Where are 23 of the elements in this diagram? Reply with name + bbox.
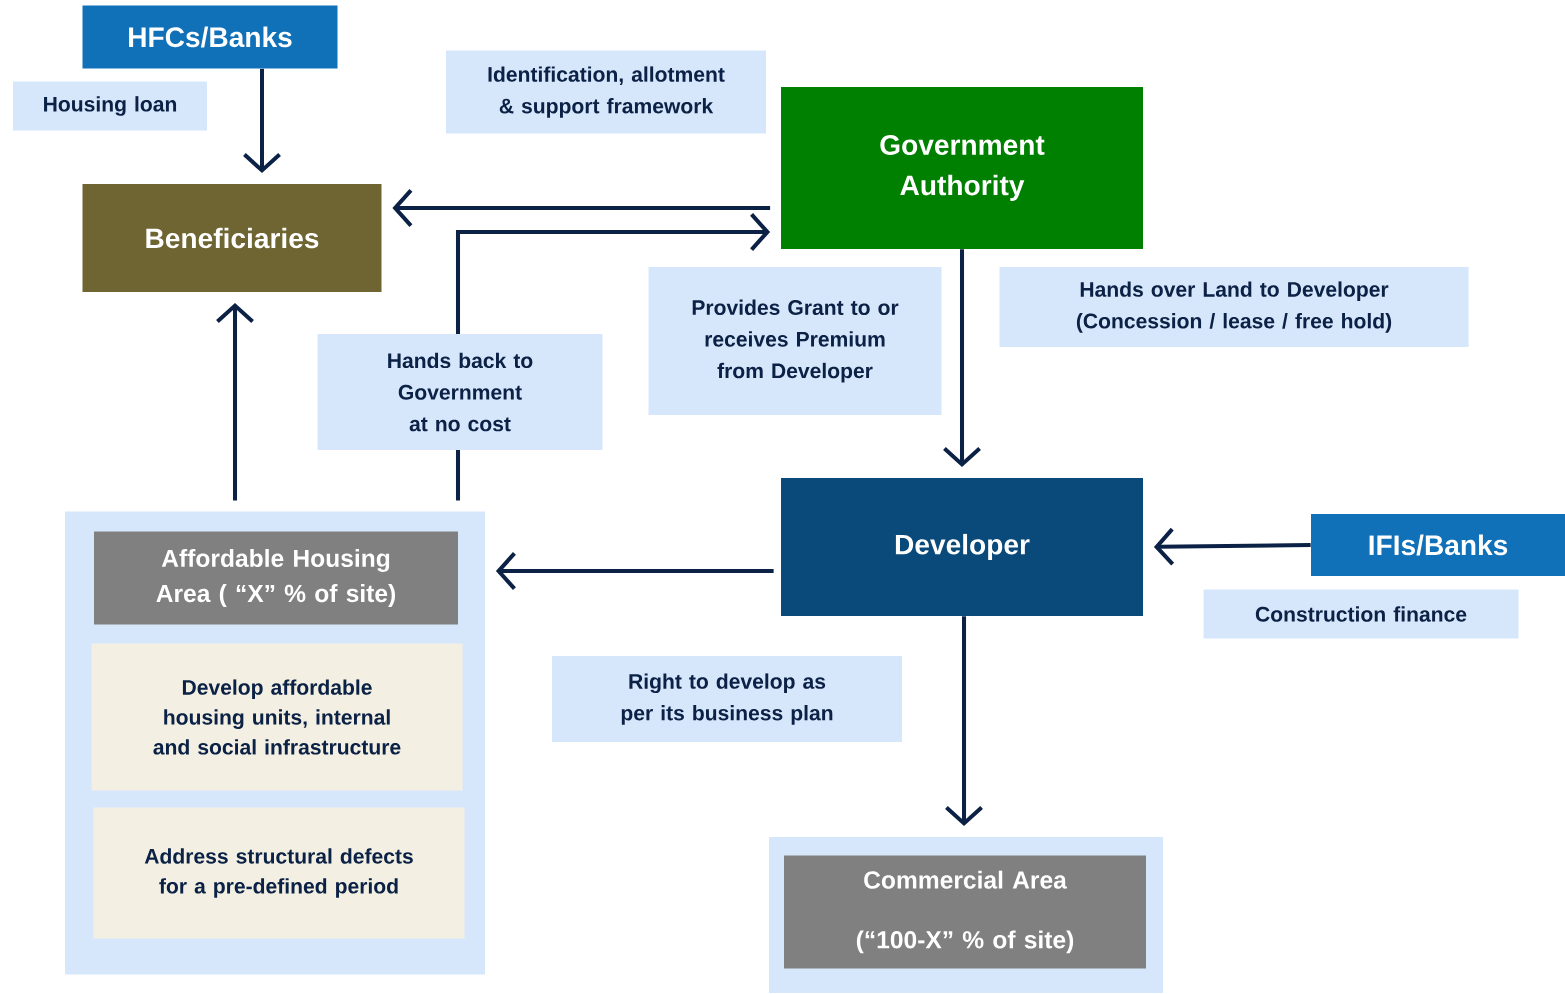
note-box: Construction finance bbox=[1203, 589, 1519, 639]
edge-label: Hands back to Government at no cost bbox=[317, 334, 603, 450]
task-box: Develop affordable housing units, internal and social infrastructure bbox=[91, 643, 463, 791]
entity-box: Beneficiaries bbox=[82, 184, 382, 292]
note-box: Provides Grant to or receives Premium from Developer bbox=[648, 267, 942, 415]
arrow bbox=[243, 68, 281, 174]
area-box: Commercial Area (“100-X” % of site) bbox=[784, 855, 1146, 969]
arrow bbox=[945, 616, 983, 827]
entity-box: Developer bbox=[781, 478, 1143, 616]
arrow bbox=[216, 302, 254, 501]
note-box: Right to develop as per its business plan bbox=[552, 656, 902, 742]
entity-box: IFIs/Banks bbox=[1311, 514, 1565, 576]
task-box: Address structural defects for a pre-defined period bbox=[93, 807, 465, 939]
arrow bbox=[495, 552, 774, 590]
arrow bbox=[943, 249, 981, 468]
arrow bbox=[392, 189, 771, 227]
arrow bbox=[1153, 527, 1311, 566]
entity-box: HFCs/Banks bbox=[82, 5, 338, 69]
area-box: Affordable Housing Area ( “X” % of site) bbox=[94, 531, 458, 625]
note-box: Housing loan bbox=[13, 81, 207, 131]
note-box: Hands over Land to Developer (Concession / lease / free hold) bbox=[999, 267, 1469, 347]
note-box: Identification, allotment & support framework bbox=[446, 50, 766, 134]
entity-box: Government Authority bbox=[781, 87, 1143, 249]
